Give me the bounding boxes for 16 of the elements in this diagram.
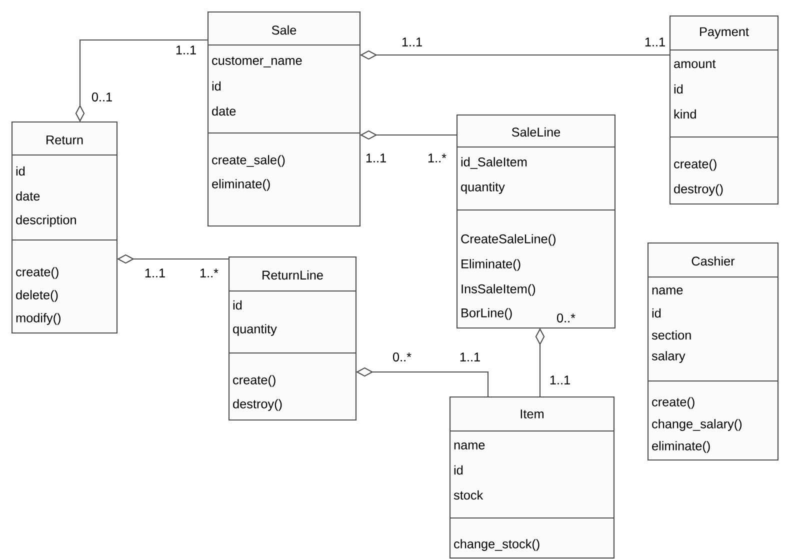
multiplicity-label: 0..1 xyxy=(92,92,112,102)
class-box: Item name id stock change_stock() xyxy=(449,396,615,559)
multiplicity-label: 1..* xyxy=(200,268,218,278)
class-box: ReturnLine id quantity create() destroy() xyxy=(228,256,357,421)
multiplicity-label: 1..1 xyxy=(645,38,665,46)
class-box: Payment amount id kind create() destroy() xyxy=(669,15,779,205)
multiplicity-label: 1..1 xyxy=(402,38,422,46)
multiplicity-label: 0..* xyxy=(557,314,576,322)
class-box: Sale customer_name id date create_sale() eliminate() xyxy=(207,11,361,227)
multiplicity-label: 1..1 xyxy=(145,268,165,278)
class-box: Cashier name id section salary create() change_salary() eliminate() xyxy=(647,242,779,461)
multiplicity-label: 0..* xyxy=(393,352,412,362)
multiplicity-label: 1..1 xyxy=(550,376,570,384)
multiplicity-label: 1..1 xyxy=(460,352,480,362)
class-box: Return id date description create() delete() modify() xyxy=(11,121,118,334)
multiplicity-label: 1..1 xyxy=(176,46,196,54)
